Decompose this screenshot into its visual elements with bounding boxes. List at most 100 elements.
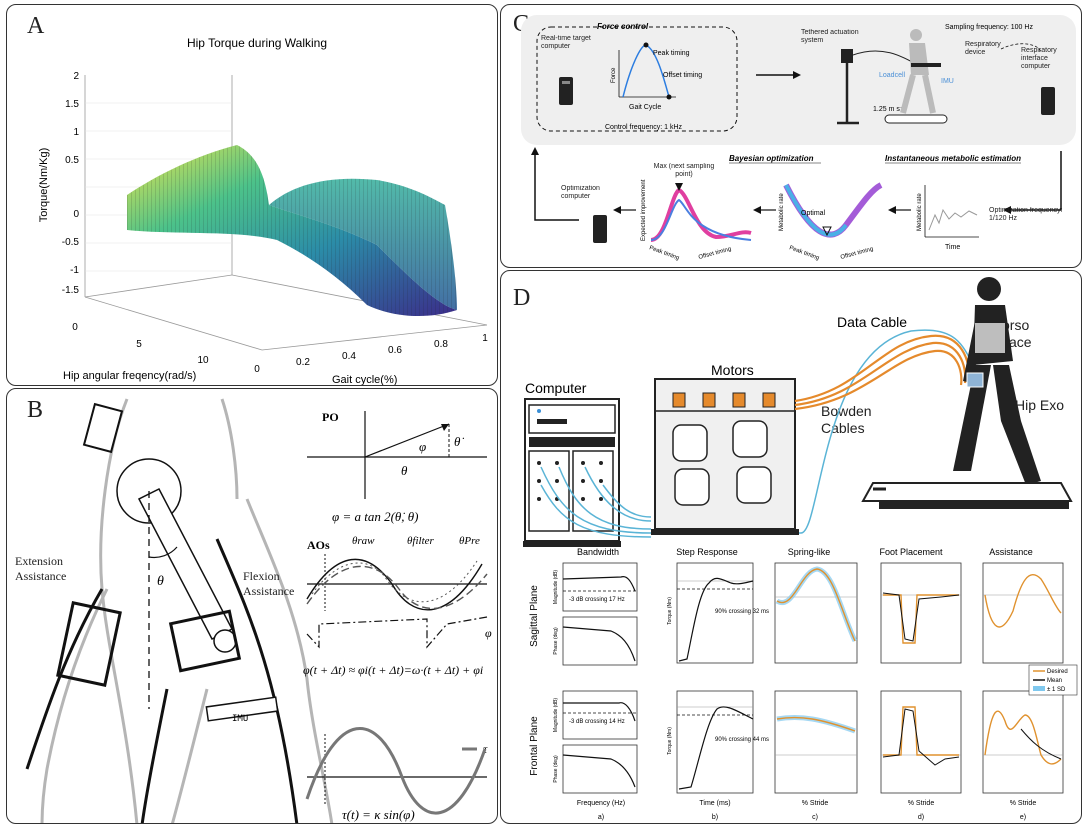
z-tick: -1 xyxy=(70,265,79,276)
x-tick: 0 xyxy=(72,322,78,333)
offset-timing-axis-1: Offset timing xyxy=(698,246,732,260)
step-response-charts: 90% crossing 32 ms 90% crossing 44 ms To… xyxy=(667,562,769,794)
hip-exo-label: Hip Exo xyxy=(1015,397,1065,413)
y-tick: 0.4 xyxy=(342,351,356,362)
step-sag-note: 90% crossing 32 ms xyxy=(715,609,769,615)
y-tick: 1 xyxy=(482,333,488,344)
z-tick: -0.5 xyxy=(62,237,80,248)
z-tick: 0.5 xyxy=(65,155,79,166)
phase-label-1: Phase (deg) xyxy=(553,627,559,655)
imu-c-label: IMU xyxy=(941,78,954,85)
instantaneous-title: Instantaneous metabolic estimation xyxy=(885,154,1021,163)
xlabel-stride-1: % Stride xyxy=(802,800,829,807)
y-tick: 0 xyxy=(254,364,260,375)
bandwidth-sagittal-chart: -3 dB crossing 17 Hz Magnitude (dB) Phas… xyxy=(553,562,638,666)
z-tick: -1.5 xyxy=(62,285,80,296)
bayesian-title: Bayesian optimization xyxy=(729,154,814,163)
panel-d: D Computer Motors Data Cable Bowden Cabl… xyxy=(500,270,1082,824)
respiratory-device: Respiratory device xyxy=(965,41,1001,56)
offset-timing: Offset timing xyxy=(663,72,702,79)
panel-b: B θ IMU Extension Assistance xyxy=(6,388,498,824)
panel-c: C Force control Real-time target compute… xyxy=(500,4,1082,268)
legend-filter: θfilter xyxy=(407,535,435,547)
legend-desired: Desired xyxy=(1047,669,1068,675)
y-tick: 0.8 xyxy=(434,339,448,350)
sublabel-b: b) xyxy=(712,814,718,821)
hip-torque-surface-plot: Hip Torque during Walking Torque(Nm/Kg) … xyxy=(38,36,488,386)
foot-placement-charts xyxy=(880,562,962,794)
legend-mean: Mean xyxy=(1047,678,1062,684)
bowden-label: Bowden Cables xyxy=(821,403,872,436)
optimal-label: Optimal xyxy=(801,210,826,217)
legend-sd: ± 1 SD xyxy=(1047,687,1066,693)
data-cable-label: Data Cable xyxy=(837,314,907,330)
spring-like-charts xyxy=(774,562,858,794)
panel-a-zlabel: Torque(Nm/Kg) xyxy=(38,148,50,223)
panel-b-drawing: θ IMU Extension Assistance Flexion Assis… xyxy=(15,398,492,823)
motors-rack xyxy=(651,378,799,535)
computer-label: Computer xyxy=(525,380,587,396)
mag-label-2: Magnitude (dB) xyxy=(553,698,559,733)
eq-phi: φ = a tan 2(θ̇, θ) xyxy=(332,509,419,524)
z-tick: 1 xyxy=(73,127,79,138)
panel-a-ylabel: Gait cycle(%) xyxy=(332,374,397,386)
po-label: PO xyxy=(322,410,339,424)
x-tick: 5 xyxy=(136,339,142,350)
max-label: Max (next sampling point) xyxy=(653,163,715,178)
speed-label: 1.25 m s⁻¹ xyxy=(873,106,907,113)
torque-label-2: Torque (Nm) xyxy=(667,727,673,755)
z-tick: 2 xyxy=(73,71,79,82)
peak-timing-axis-1: Peak timing xyxy=(648,245,680,261)
xlabel-stride-2: % Stride xyxy=(908,800,935,807)
y-tick: 0.2 xyxy=(296,357,310,368)
torque-label-1: Torque (Nm) xyxy=(667,597,673,625)
metabolic-axis-2: Metabolic rate xyxy=(779,193,785,231)
optimization-freq: Optimization frequency: 1/120 Hz xyxy=(989,207,1063,222)
sublabel-d: d) xyxy=(918,814,924,821)
legend-raw: θraw xyxy=(352,535,375,547)
panel-c-diagram: Force control Real-time target computer … xyxy=(521,15,1076,262)
leg-theta: θ xyxy=(157,574,164,589)
eq-phase: φ(t + Δt) ≈ φi(t + Δt)=ω·(t + Δt) + φi xyxy=(303,663,483,677)
metabolic-axis: Metabolic rate xyxy=(917,193,923,231)
motors-label: Motors xyxy=(711,362,754,378)
offset-timing-axis-2: Offset timing xyxy=(840,246,874,260)
imu-tag: IMU xyxy=(232,714,248,724)
xlabel-freq: Frequency (Hz) xyxy=(577,800,625,807)
z-tick: 0 xyxy=(73,209,79,220)
force-control-title: Force control xyxy=(597,22,649,31)
po-theta-dot: θ̇ xyxy=(454,434,464,449)
col-spring-like: Spring-like xyxy=(788,547,831,557)
tau-legend: τ xyxy=(483,742,488,756)
optimization-computer: Optimization computer xyxy=(561,185,600,200)
sampling-freq: Sampling frequency: 100 Hz xyxy=(945,24,1033,31)
expected-improvement-axis: Expected improvement xyxy=(641,179,647,241)
respiratory-computer: Respiratory interface computer xyxy=(1021,47,1057,70)
control-freq: Control frequency: 1 kHz xyxy=(605,124,683,131)
aos-label: AOs xyxy=(307,538,330,552)
col-assistance: Assistance xyxy=(989,547,1033,557)
mag-label-1: Magnitude (dB) xyxy=(553,570,559,605)
xlabel-stride-3: % Stride xyxy=(1010,800,1037,807)
po-phi: φ xyxy=(419,439,426,454)
panel-d-drawing: Computer Motors Data Cable Bowden Cables… xyxy=(523,277,1078,821)
col-foot-placement: Foot Placement xyxy=(879,547,943,557)
po-theta: θ xyxy=(401,463,408,478)
panel-a: A Hip Torque during Walking xyxy=(6,4,498,386)
panel-a-xlabel: Hip angular freqency(rad/s) xyxy=(63,370,196,382)
col-step-response: Step Response xyxy=(676,547,738,557)
eq-tau: τ(t) = κ sin(φ) xyxy=(342,807,415,822)
force-axis: Force xyxy=(611,67,617,83)
legend-pre: θPre xyxy=(459,535,480,547)
row-frontal: Frontal Plane xyxy=(529,716,540,776)
extension-label: Extension Assistance xyxy=(15,554,67,583)
gait-cycle: Gait Cycle xyxy=(629,104,661,111)
xlabel-time: Time (ms) xyxy=(699,800,730,807)
time-axis: Time xyxy=(945,244,960,251)
sublabel-a: a) xyxy=(598,814,604,821)
bw-fro-note: -3 dB crossing 14 Hz xyxy=(569,719,625,725)
peak-timing-axis-2: Peak timing xyxy=(788,245,820,261)
y-tick: 0.6 xyxy=(388,345,402,356)
col-bandwidth: Bandwidth xyxy=(577,547,619,557)
panel-d-letter: D xyxy=(513,285,531,311)
